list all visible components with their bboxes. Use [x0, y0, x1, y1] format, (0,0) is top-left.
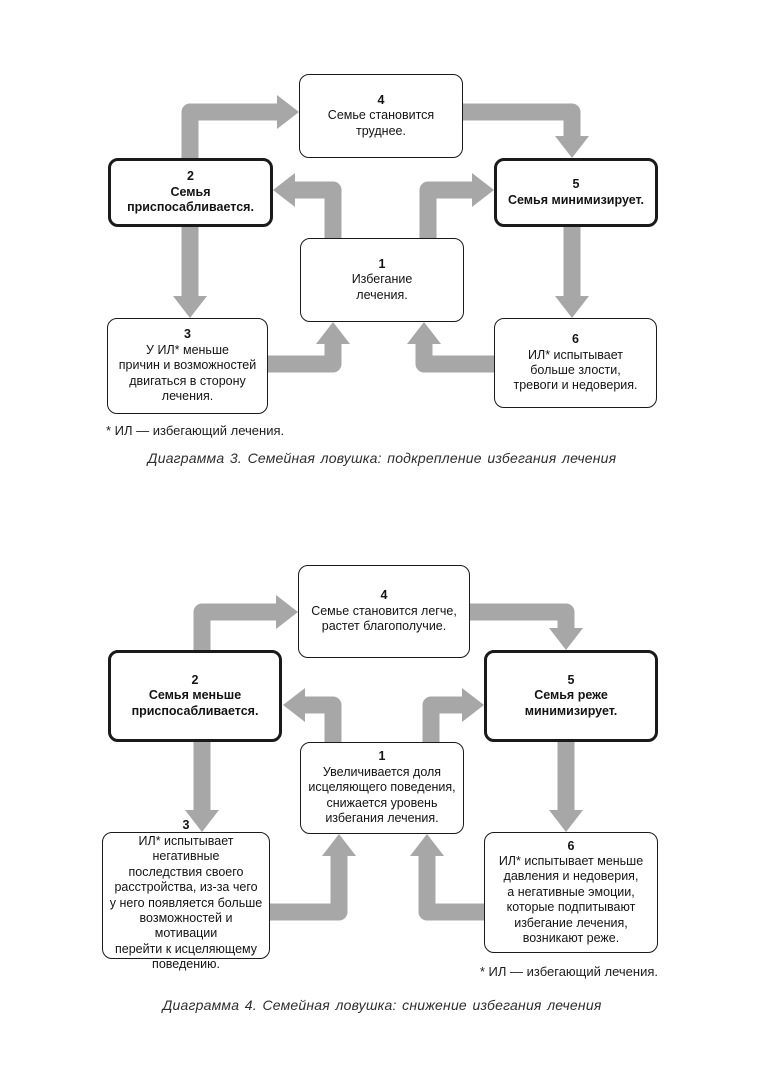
box-text: У ИЛ* меньше причин и возможностей двига…: [118, 342, 257, 404]
box-text: Семье становится труднее.: [327, 108, 435, 138]
d4-box-4: 4 Семье становится легче, растет благопо…: [298, 565, 470, 658]
box-number: 1: [378, 749, 386, 764]
box-number: 4: [380, 588, 388, 603]
d4-arrow-3-to-1: [270, 834, 356, 921]
d4-box-6: 6 ИЛ* испытывает меньше давления и недов…: [484, 832, 658, 953]
d3-box-4: 4 Семье становится труднее.: [299, 74, 463, 158]
box-text: ИЛ* испытывает меньше давления и недовер…: [498, 853, 644, 946]
box-number: 2: [191, 672, 199, 687]
d4-arrow-6-to-1: [410, 834, 484, 921]
box-number: 6: [567, 838, 575, 853]
d4-footnote: * ИЛ — избегающий лечения.: [479, 964, 658, 979]
d3-arrow-6-to-1: [407, 322, 494, 373]
box-number: 3: [184, 327, 191, 342]
box-number: 3: [182, 818, 190, 833]
d3-box-3: 3 У ИЛ* меньше причин и возможностей дви…: [107, 318, 268, 414]
d3-arrow-2-to-4: [181, 95, 299, 158]
box-text: Увеличивается доля исцеляющего поведения…: [308, 764, 456, 826]
d3-arrow-1-to-2: [273, 173, 342, 238]
d4-box-5: 5 Семья реже минимизирует.: [484, 650, 658, 742]
d4-arrow-2-to-4: [193, 595, 298, 650]
d4-caption: Диаграмма 4. Семейная ловушка: снижение …: [162, 997, 602, 1013]
box-text: Избегание лечения.: [351, 272, 413, 302]
d4-box-3: 3 ИЛ* испытывает негативные последствия …: [102, 818, 270, 971]
box-text: Семья меньше приспосабливается.: [131, 688, 259, 718]
box-text: ИЛ* испытывает больше злости, тревоги и …: [513, 347, 638, 393]
box-text: Семья приспосабливается.: [127, 184, 254, 215]
box-number: 5: [572, 177, 580, 192]
box-number: 4: [377, 92, 385, 107]
d3-box-2: 2 Семья приспосабливается.: [108, 158, 273, 227]
d3-box-5: 5 Семья минимизирует.: [494, 158, 658, 227]
d3-arrow-4-to-5: [463, 103, 589, 158]
box-number: 6: [572, 332, 579, 347]
box-text: Семья реже минимизирует.: [524, 688, 618, 718]
d4-arrow-4-to-5: [470, 603, 583, 650]
box-number: 5: [567, 672, 575, 687]
d3-arrow-3-to-1: [268, 322, 350, 373]
d4-box-1: 1 Увеличивается доля исцеляющего поведен…: [300, 742, 464, 834]
box-text: Семье становится легче, растет благополу…: [311, 603, 457, 634]
d3-caption: Диаграмма 3. Семейная ловушка: подкрепле…: [147, 450, 617, 466]
box-number: 1: [378, 256, 386, 271]
d3-box-6: 6 ИЛ* испытывает больше злости, тревоги …: [494, 318, 657, 408]
box-number: 2: [187, 169, 194, 184]
d4-arrow-1-to-5: [422, 688, 484, 742]
d3-footnote: * ИЛ — избегающий лечения.: [106, 423, 285, 438]
box-text: ИЛ* испытывает негативные последствия св…: [109, 833, 263, 972]
d3-box-1: 1 Избегание лечения.: [300, 238, 464, 322]
d4-box-2: 2 Семья меньше приспосабливается.: [108, 650, 282, 742]
box-text: Семья минимизирует.: [507, 192, 645, 207]
d4-arrow-1-to-2: [283, 688, 342, 742]
d3-arrow-1-to-5: [419, 173, 494, 238]
